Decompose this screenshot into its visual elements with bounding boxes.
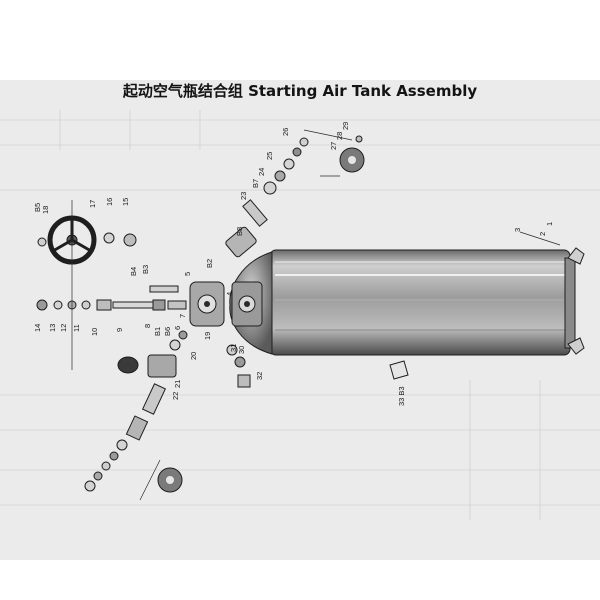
callout-label: 5	[183, 272, 192, 276]
callout-label: 26	[281, 128, 290, 136]
callout-label: 24	[257, 168, 266, 176]
ghost-table-lines	[0, 110, 600, 520]
callout-label: 32	[255, 372, 264, 380]
callout-label: 12	[59, 324, 68, 332]
callout-label: 28	[335, 132, 344, 140]
callout-label: 11	[72, 324, 81, 332]
callout-label: 21	[173, 380, 182, 388]
callout-label: B7	[251, 179, 260, 188]
callout-label: B5	[33, 203, 42, 212]
callout-label: B1	[153, 327, 162, 336]
upper-valve-stack	[225, 135, 365, 258]
callout-label: 7	[178, 314, 187, 318]
callout-label: B8	[235, 227, 244, 236]
callout-label: B6	[163, 327, 172, 336]
callout-label: 29	[341, 122, 350, 130]
callout-label: 19	[203, 332, 212, 340]
callout-label: 13	[48, 324, 57, 332]
callout-label: 25	[265, 152, 274, 160]
tank-head-valve-block	[189, 281, 263, 327]
callout-label: 22	[171, 392, 180, 400]
callout-label: B3	[141, 265, 150, 274]
callout-label: 18	[41, 206, 50, 214]
callout-label: 27	[329, 142, 338, 150]
callout-label: B4	[129, 267, 138, 276]
callout-label: 1	[545, 222, 554, 226]
callout-label: 33 B3	[397, 386, 406, 406]
callout-label: B2	[205, 259, 214, 268]
callout-labels: B5 18 17 16 15 B4 B3 5 14 13 12 11 10 9 …	[33, 122, 554, 406]
callout-label: 9	[115, 328, 124, 332]
callout-label: 2	[538, 232, 547, 236]
callout-label: 8	[143, 324, 152, 328]
callout-label: 20	[189, 352, 198, 360]
callout-label: 15	[121, 198, 130, 206]
callout-label: 23	[239, 192, 248, 200]
air-tank-cylinder	[229, 247, 585, 356]
leader-lines	[71, 129, 561, 501]
callout-label: 3	[513, 228, 522, 232]
handwheel	[37, 215, 137, 265]
outlet-fittings	[226, 344, 409, 388]
callout-label: 6	[173, 326, 182, 330]
callout-label: 31	[229, 344, 238, 352]
callout-label: 14	[33, 324, 42, 332]
callout-label: 10	[90, 328, 99, 336]
callout-label: 16	[105, 198, 114, 206]
callout-label: 4	[225, 292, 234, 296]
lower-valve-stack	[84, 330, 188, 493]
spindle-assembly	[36, 285, 187, 311]
callout-label: 30	[237, 346, 246, 354]
diagram-title: 起动空气瓶结合组 Starting Air Tank Assembly	[122, 82, 478, 100]
callout-label: 17	[88, 200, 97, 208]
